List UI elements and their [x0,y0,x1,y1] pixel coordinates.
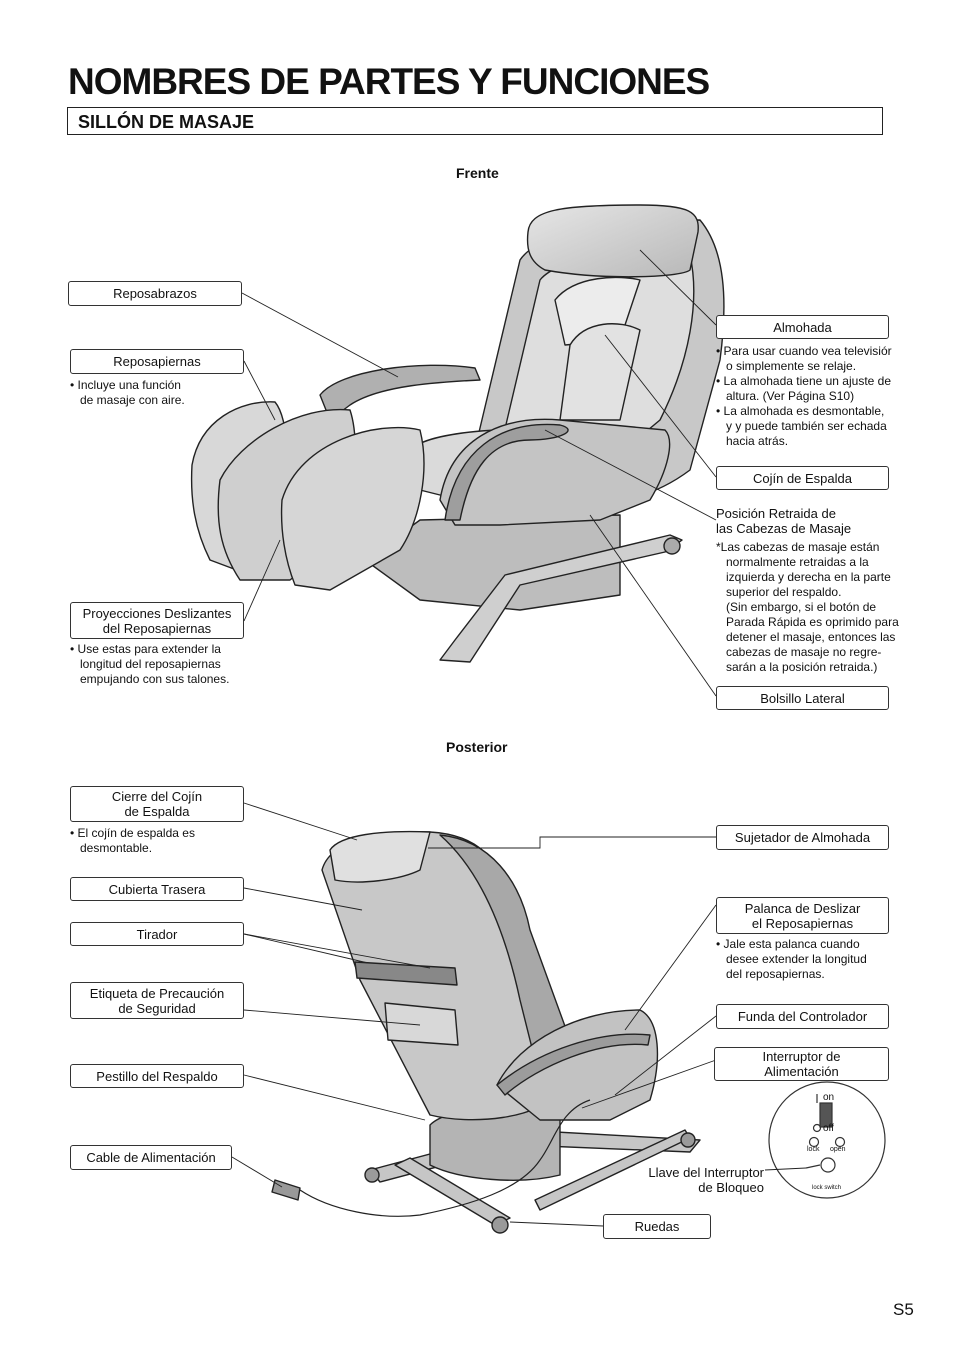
posicion-notes: *Las cabezas de masaje están normalmente… [716,540,906,675]
note-item: • Incluye una función de masaje con aire… [70,378,185,407]
rear-chair-illustration [271,830,701,1234]
label-cubierta-trasera: Cubierta Trasera [70,877,244,901]
palanca-notes: • Jale esta palanca cuando desee extende… [716,937,906,982]
label-interruptor-alimentacion: Interruptor de Alimentación [714,1047,889,1081]
label-funda-controlador: Funda del Controlador [716,1004,889,1029]
front-chair-illustration [190,204,725,663]
label-reposapiernas: Reposapiernas [70,349,244,374]
front-heading: Frente [456,165,499,181]
section-title: SILLÓN DE MASAJE [78,112,255,132]
switch-lock-switch-label: lock switch [812,1185,842,1191]
label-ruedas: Ruedas [603,1214,711,1239]
label-llave-interruptor: Llave del Interruptor de Bloqueo [648,1165,764,1195]
proyecciones-notes: • Use estas para extender la longitud de… [70,642,270,687]
switch-off-label: off [823,1123,834,1134]
note-item: • La almohada tiene un ajuste de altura.… [716,374,892,403]
almohada-notes: • Para usar cuando vea televisiór o simp… [716,344,906,449]
switch-lock-label: lock [807,1146,820,1153]
label-posicion-retraida: Posición Retraida de las Cabezas de Masa… [716,506,852,536]
note-item: • Para usar cuando vea televisiór o simp… [716,344,892,373]
switch-detail [768,1081,886,1199]
note-item: *Las cabezas de masaje están normalmente… [716,540,899,674]
label-sujetador-almohada: Sujetador de Almohada [716,825,889,850]
label-tirador: Tirador [70,922,244,946]
section-header: SILLÓN DE MASAJE [67,107,883,135]
cierre-notes: • El cojín de espalda es desmontable. [70,826,270,856]
label-proyecciones: Proyecciones Deslizantes del Reposapiern… [70,602,244,639]
label-pestillo-respaldo: Pestillo del Respaldo [70,1064,244,1088]
note-item: • Use estas para extender la longitud de… [70,642,230,686]
switch-open-label: open [830,1146,846,1153]
reposapiernas-notes: • Incluye una función de masaje con aire… [70,378,270,408]
page-title: NOMBRES DE PARTES Y FUNCIONES [68,61,710,102]
label-palanca-deslizar: Palanca de Deslizar el Reposapiernas [716,897,889,934]
label-reposabrazos: Reposabrazos [68,281,242,306]
switch-on-label: on [823,1092,835,1103]
note-item: • El cojín de espalda es desmontable. [70,826,195,855]
label-almohada: Almohada [716,315,889,339]
label-cojin-espalda: Cojín de Espalda [716,466,889,490]
page-number: S5 [893,1300,914,1319]
note-item: • Jale esta palanca cuando desee extende… [716,937,867,981]
leader-lines [231,249,807,1227]
note-item: • La almohada es desmontable, y y puede … [716,404,887,448]
label-cable-alimentacion: Cable de Alimentación [70,1145,232,1170]
label-etiqueta-precaucion: Etiqueta de Precaución de Seguridad [70,982,244,1019]
label-cierre-cojin: Cierre del Cojín de Espalda [70,786,244,822]
label-bolsillo-lateral: Bolsillo Lateral [716,686,889,710]
rear-heading: Posterior [446,739,508,755]
